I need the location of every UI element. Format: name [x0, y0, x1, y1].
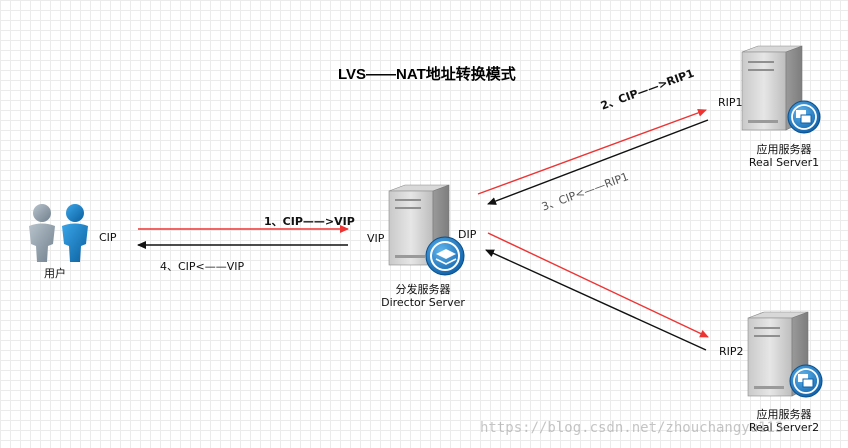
diagram-title: LVS——NAT地址转换模式	[338, 66, 516, 83]
person-blue-icon	[62, 204, 88, 262]
arrow-4-label: 4、CIP<——VIP	[160, 260, 245, 273]
real-server1-name: 应用服务器	[756, 143, 812, 156]
director-server-icon	[388, 184, 450, 266]
arrow-request-to-rs2-line	[487, 232, 709, 338]
user-label: 用户	[44, 267, 66, 280]
arrow-3-response-line	[487, 119, 709, 205]
arrow-2-request-line	[477, 109, 707, 195]
arrow-1-label: 1、CIP——>VIP	[264, 215, 355, 228]
real-server1-caption: 应用服务器 Real Server1	[730, 143, 838, 169]
real-server2-rip-label: RIP2	[719, 345, 744, 358]
person-gray-icon	[29, 204, 55, 262]
director-badge-icon	[425, 236, 465, 276]
real-server2-name: 应用服务器	[756, 408, 812, 421]
director-caption: 分发服务器 Director Server	[368, 283, 478, 309]
user-cip-label: CIP	[99, 231, 117, 244]
user-icon	[29, 204, 88, 262]
arrow-response-from-rs2-line	[485, 249, 707, 351]
real-server2-subtitle: Real Server2	[748, 421, 820, 434]
real-server2-badge-icon	[789, 364, 823, 398]
director-subtitle: Director Server	[381, 296, 465, 309]
director-name: 分发服务器	[395, 283, 451, 296]
watermark: https://blog.csdn.net/zhouchangyu113	[480, 420, 784, 436]
real-server1-rip-label: RIP1	[718, 96, 743, 109]
director-vip-label: VIP	[367, 232, 385, 245]
real-server1-badge-icon	[787, 100, 821, 134]
director-dip-label: DIP	[458, 228, 477, 241]
real-server2-caption: 应用服务器 Real Server2	[730, 408, 838, 434]
real-server1-subtitle: Real Server1	[748, 156, 820, 169]
